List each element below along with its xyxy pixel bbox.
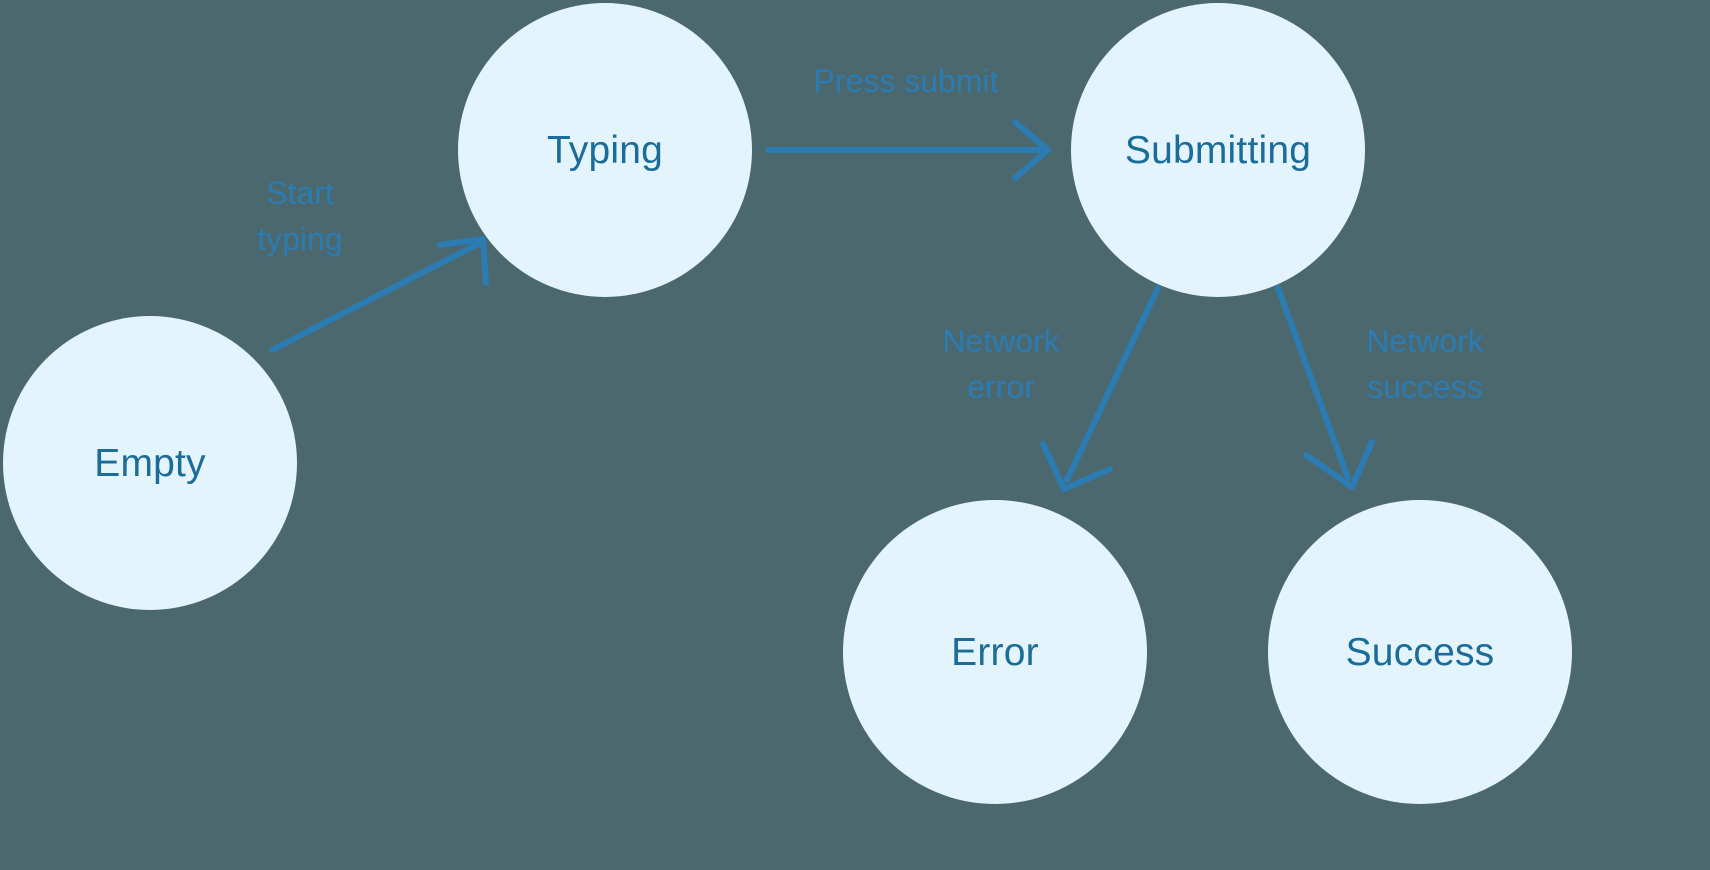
state-node-submitting[interactable]: Submitting (1071, 3, 1365, 297)
edge-label-press-submit: Press submit (813, 63, 999, 99)
edge-label-network-success: Network success (1366, 323, 1484, 406)
state-node-label: Empty (94, 441, 206, 485)
arrowhead-icon (1040, 441, 1113, 492)
arrowhead-icon (1303, 439, 1375, 490)
state-node-label: Success (1345, 630, 1495, 674)
state-node-error[interactable]: Error (843, 500, 1147, 804)
edge-label-network-error: Network error (942, 323, 1060, 406)
edge-submitting-to-error (1040, 285, 1161, 492)
edge-label-start-typing: Start typing (257, 175, 343, 258)
state-node-empty[interactable]: Empty (3, 316, 297, 610)
edge-submitting-to-success (1275, 285, 1375, 490)
arrowhead-icon (436, 236, 490, 287)
arrowhead-icon (1012, 119, 1051, 181)
state-node-label: Submitting (1124, 128, 1312, 172)
edge-typing-to-submitting (765, 119, 1051, 181)
edge-empty-to-typing (269, 236, 490, 353)
state-node-label: Error (951, 630, 1039, 674)
state-node-typing[interactable]: Typing (458, 3, 752, 297)
state-node-success[interactable]: Success (1268, 500, 1572, 804)
state-node-label: Typing (546, 128, 664, 172)
